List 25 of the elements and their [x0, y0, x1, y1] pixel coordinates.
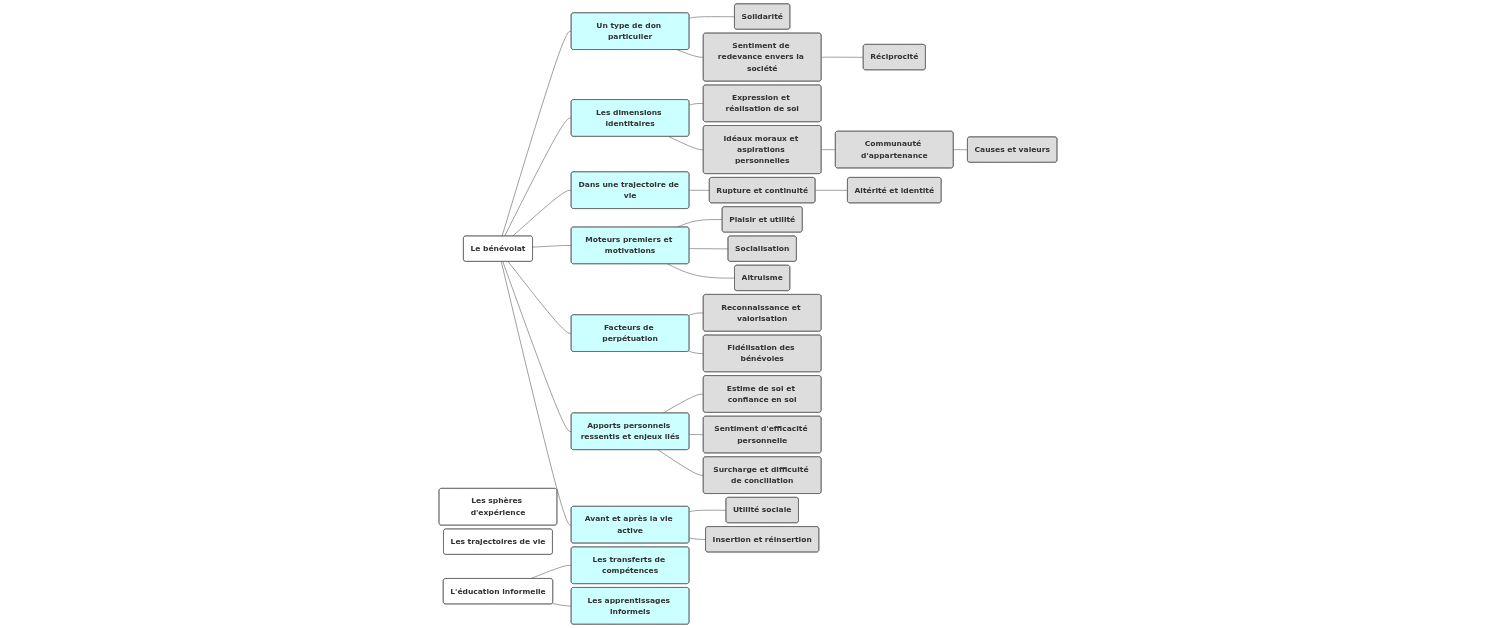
connector [504, 117, 572, 237]
connector [689, 190, 710, 191]
connector [953, 149, 968, 151]
connector [689, 103, 704, 106]
connector [507, 261, 572, 334]
connector [668, 136, 704, 151]
connector [502, 261, 572, 432]
connector [689, 537, 706, 540]
connector [676, 49, 704, 58]
connector [532, 245, 572, 248]
connector [689, 434, 704, 436]
connector [667, 263, 735, 279]
connector [657, 449, 704, 476]
connector [688, 350, 704, 354]
connector [552, 603, 572, 607]
connector [689, 248, 729, 250]
connector [821, 56, 864, 58]
connector [821, 149, 836, 151]
connector [688, 312, 704, 316]
connector [689, 16, 735, 19]
connector [815, 190, 848, 191]
connector [512, 190, 572, 237]
connector [689, 509, 727, 513]
connector [501, 261, 572, 526]
connector [501, 31, 572, 237]
